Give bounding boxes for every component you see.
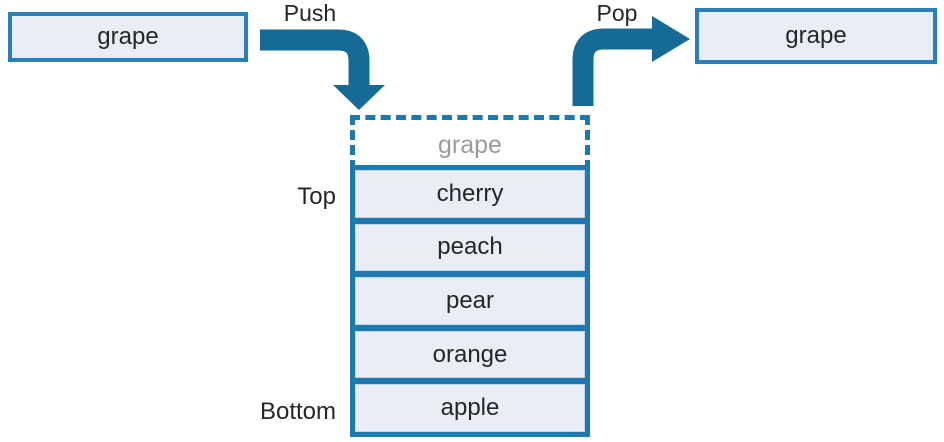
pop-arrow xyxy=(572,16,690,106)
incoming-slot: grape xyxy=(350,115,590,170)
push-arrowhead-icon xyxy=(333,85,385,110)
stack-item: cherry xyxy=(355,170,585,218)
pop-result-box: grape xyxy=(695,8,937,64)
pop-label: Pop xyxy=(596,0,638,26)
push-arrow xyxy=(260,29,385,110)
stack-item: orange xyxy=(355,330,585,379)
push-source-label: grape xyxy=(97,23,159,50)
stack-item: apple xyxy=(355,384,585,432)
stack-cells: cherry peach pear orange apple xyxy=(350,165,590,437)
incoming-item-label: grape xyxy=(438,130,502,159)
pop-result-label: grape xyxy=(785,22,847,49)
push-label: Push xyxy=(283,0,337,26)
stack-bottom-label: Bottom xyxy=(259,398,336,425)
stack-item: peach xyxy=(355,223,585,272)
stack-top-label: Top xyxy=(297,183,336,210)
push-source-box: grape xyxy=(8,12,248,62)
stack-item: pear xyxy=(355,277,585,325)
